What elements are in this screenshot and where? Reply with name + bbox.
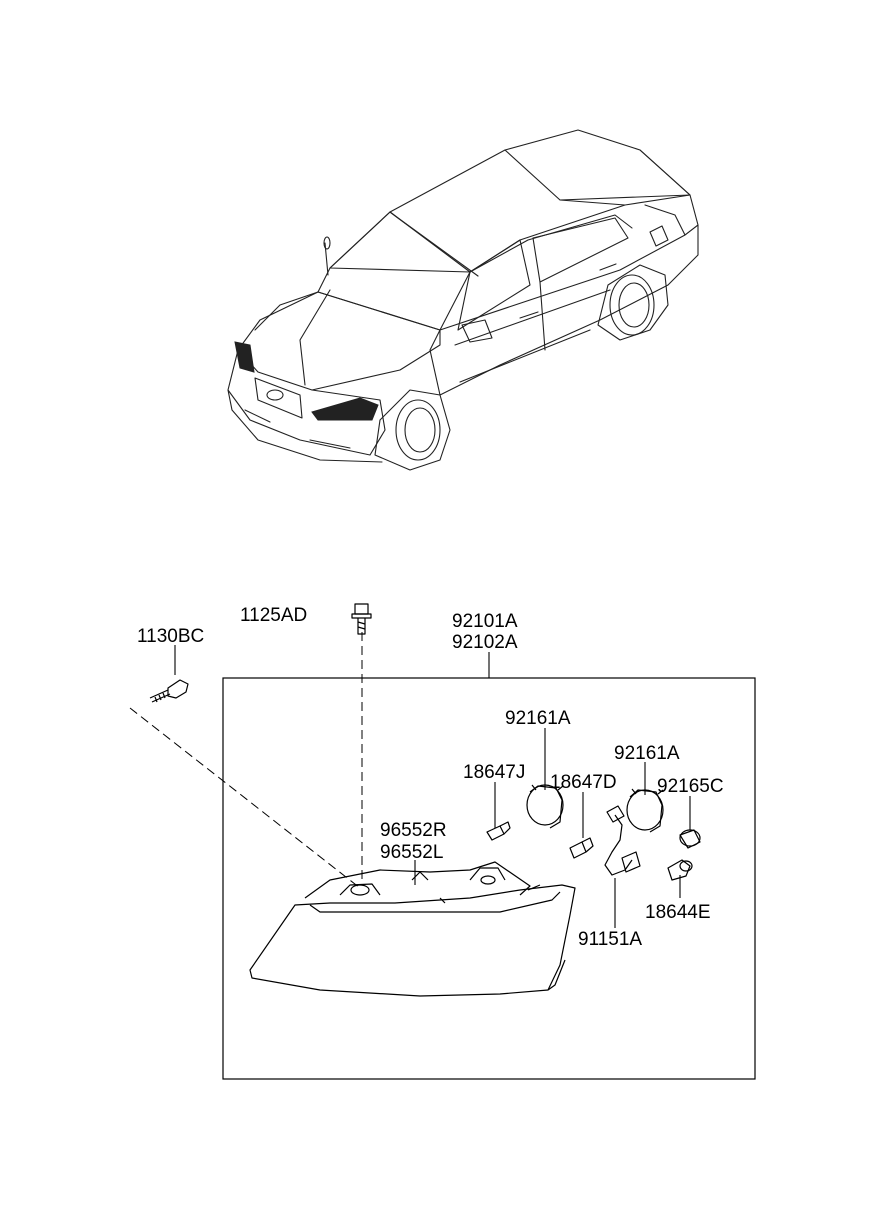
label-92161A-second: 92161A [614, 743, 680, 764]
label-1125AD: 1125AD [240, 605, 307, 626]
label-92101A: 92101A [452, 611, 518, 632]
label-91151A: 91151A [578, 929, 642, 950]
label-18647J: 18647J [463, 762, 525, 783]
label-92102A: 92102A [452, 632, 518, 653]
label-92165C: 92165C [657, 776, 724, 797]
label-18644E: 18644E [645, 902, 711, 923]
socket-92165C-icon [679, 829, 701, 849]
wiring-harness-icon [604, 805, 641, 876]
label-92161A-first: 92161A [505, 708, 571, 729]
bolt-1130BC-icon [149, 679, 189, 703]
car-illustration [227, 129, 699, 471]
label-96552R: 96552R [380, 820, 447, 841]
label-18647D: 18647D [550, 772, 617, 793]
socket-ring-1-icon [526, 784, 564, 829]
label-1130BC: 1130BC [137, 626, 204, 647]
socket-ring-2-icon [626, 788, 664, 833]
bulb-18647D-icon [569, 837, 594, 859]
label-96552L: 96552L [380, 842, 443, 863]
headlamp-assembly [249, 861, 576, 997]
bulb-18644E-icon [667, 859, 693, 881]
bulb-18647J-icon [486, 815, 511, 841]
bolt-1125AD-icon [351, 603, 372, 635]
